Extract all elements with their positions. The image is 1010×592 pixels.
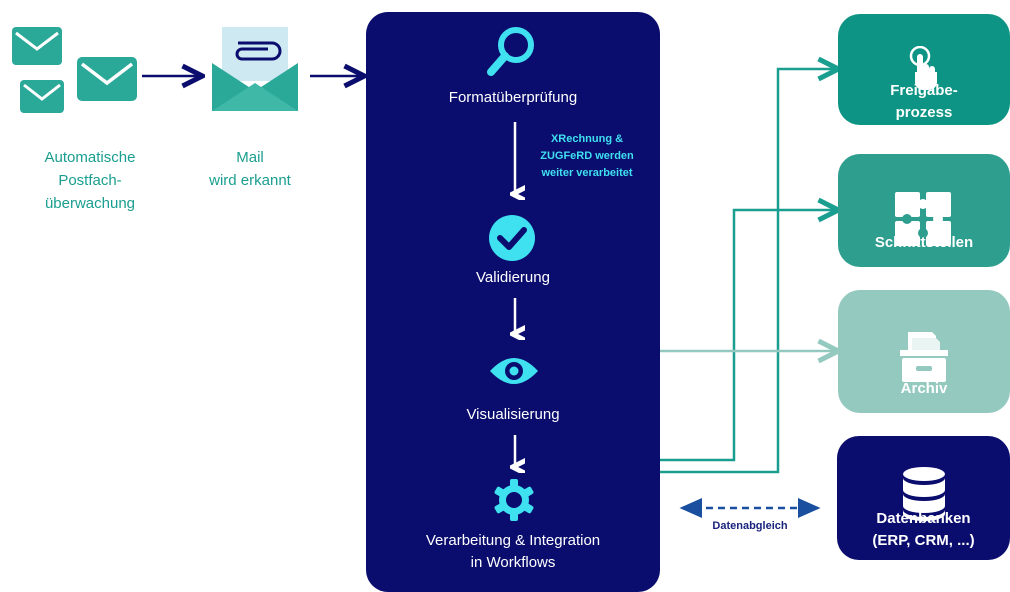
card-label: Datenbanken (ERP, CRM, ...): [872, 510, 975, 549]
card-schnittstellen: Schnittstellen: [838, 154, 1010, 267]
step-label: Verarbeitung & Integration in Workflows: [425, 532, 601, 571]
envelope-icon: [77, 57, 137, 101]
mail-detected-caption: Mail wird erkannt: [209, 149, 291, 189]
envelope-icon: [12, 27, 62, 65]
archive-drawer-icon: [898, 306, 950, 406]
down-arrow: [505, 435, 525, 473]
database-icon: [901, 444, 947, 544]
card-label: Freigabe- prozess: [890, 82, 958, 121]
connector-lines: [142, 0, 1010, 518]
sync-label: Datenabgleich: [712, 520, 788, 532]
arrow-to-schnittstellen: [660, 210, 836, 462]
card-label: Archiv: [900, 380, 948, 397]
step-label: Validierung: [476, 269, 550, 286]
magnifier-icon: [486, 24, 538, 78]
automatic-monitoring-caption: Automatische Postfach- überwachung: [44, 149, 136, 212]
eye-icon: [488, 353, 540, 389]
step-label: Formatüberprüfung: [448, 89, 578, 106]
format-note: XRechnung & ZUGFeRD werden weiter verarb…: [540, 133, 634, 179]
step-label: Visualisierung: [466, 406, 560, 423]
card-label: Schnittstellen: [874, 234, 974, 251]
check-circle-icon: [488, 214, 536, 262]
mail-attachment-icon: [212, 27, 298, 111]
arrow-to-freigabe: [660, 69, 836, 474]
down-arrow: [505, 298, 525, 340]
envelope-icon: [20, 80, 64, 113]
gear-icon: [492, 478, 536, 522]
card-freigabe: Freigabe- prozess: [838, 14, 1010, 125]
puzzle-icon: [893, 168, 955, 270]
down-arrow: [505, 122, 525, 200]
card-archiv: Archiv: [838, 290, 1010, 413]
card-datenbanken: Datenbanken (ERP, CRM, ...): [837, 436, 1010, 560]
touch-hand-icon: [906, 24, 942, 112]
